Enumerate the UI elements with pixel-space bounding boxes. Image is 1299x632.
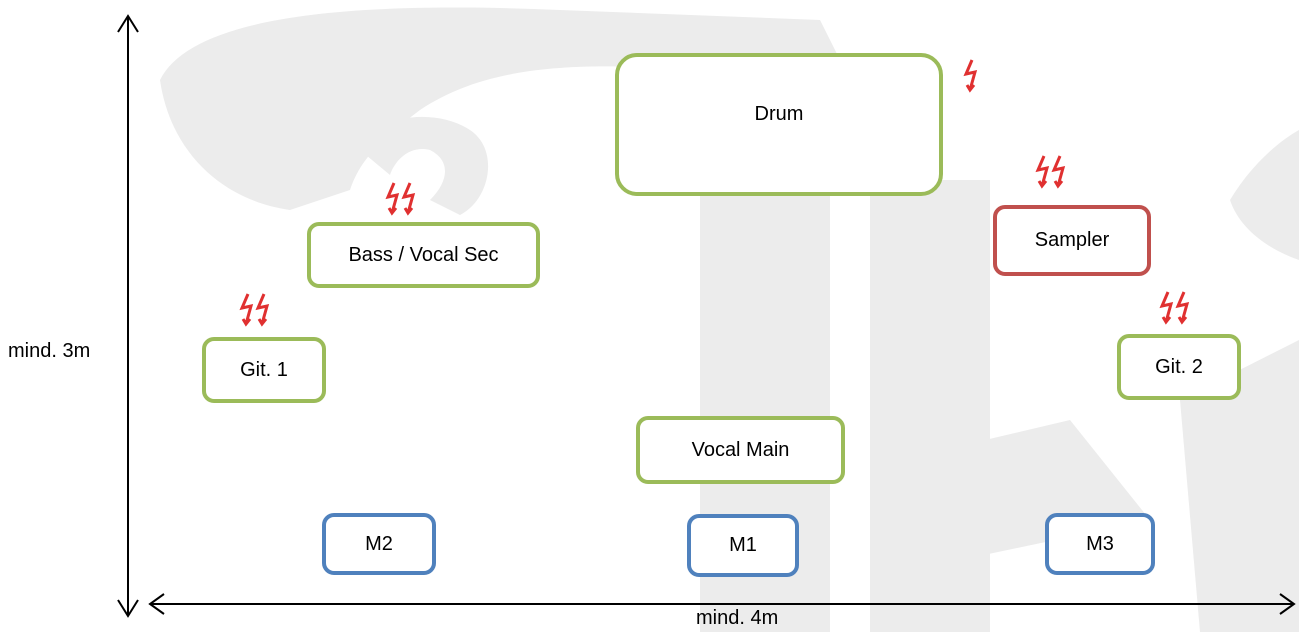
git2-box: Git. 2 [1117,334,1241,400]
monitor-m1-box: M1 [687,514,799,577]
vocal-main-box: Vocal Main [636,416,845,484]
power-icon [963,59,978,93]
drum-box: Drum [615,53,943,196]
monitor-m2-box: M2 [322,513,436,575]
width-label: mind. 4m [696,607,779,629]
monitor-m3-box: M3 [1045,513,1155,575]
double-power-icon [1159,291,1190,325]
sampler-box: Sampler [993,205,1151,276]
git2-label: Git. 2 [1155,355,1203,378]
monitor-m3-label: M3 [1086,532,1114,555]
git1-box: Git. 1 [202,337,326,403]
double-power-icon [385,182,416,216]
monitor-m2-label: M2 [365,532,393,555]
sampler-label: Sampler [1034,229,1110,251]
monitor-m1-label: M1 [729,534,757,556]
double-power-icon [1035,155,1066,189]
height-label: mind. 3m [8,340,91,362]
drum-label: Drum [754,103,804,125]
bass-vocal-sec-label: Bass / Vocal Sec [348,243,499,266]
bass-vocal-sec-box: Bass / Vocal Sec [307,222,540,288]
git1-label: Git. 1 [240,358,288,381]
double-power-icon [239,293,270,327]
vocal-main-label: Vocal Main [691,438,790,461]
